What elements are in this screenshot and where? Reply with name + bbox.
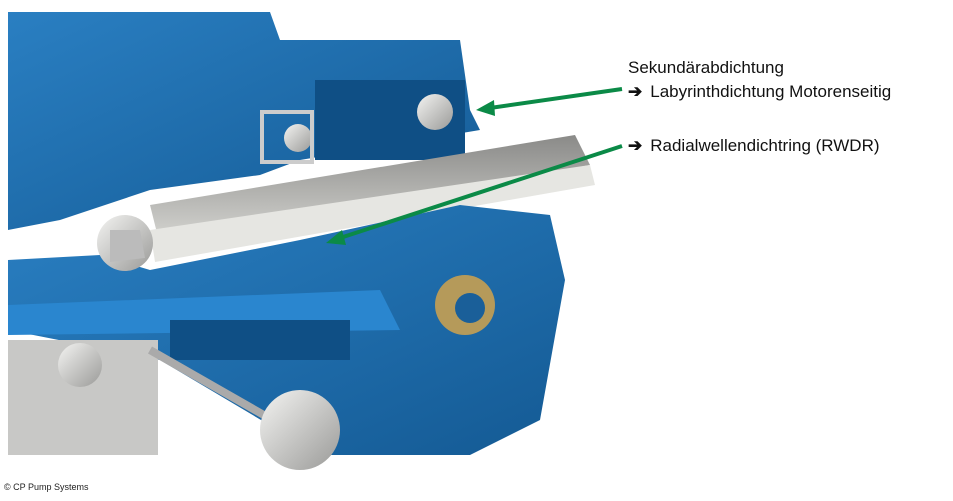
arrow-right-icon: ➔ xyxy=(628,136,643,155)
pointer-line-labyrinth xyxy=(476,87,623,116)
arrow-right-icon: ➔ xyxy=(628,82,643,101)
label-labyrinth-seal: ➔ Labyrinthdichtung Motorenseitig xyxy=(628,82,891,102)
label-heading: Sekundärabdichtung xyxy=(628,58,784,77)
bolt xyxy=(97,215,153,271)
copyright-notice: © CP Pump Systems xyxy=(4,482,89,492)
label-labyrinth-text: Labyrinthdichtung Motorenseitig xyxy=(650,82,892,101)
pointer-line-rwdr xyxy=(326,144,623,245)
label-rwdr-text: Radialwellendichtring (RWDR) xyxy=(650,136,880,155)
lower-components xyxy=(8,275,495,470)
bearing-upper xyxy=(260,94,453,164)
housing-lower xyxy=(8,205,565,455)
label-rwdr: ➔ Radialwellendichtring (RWDR) xyxy=(628,136,880,156)
